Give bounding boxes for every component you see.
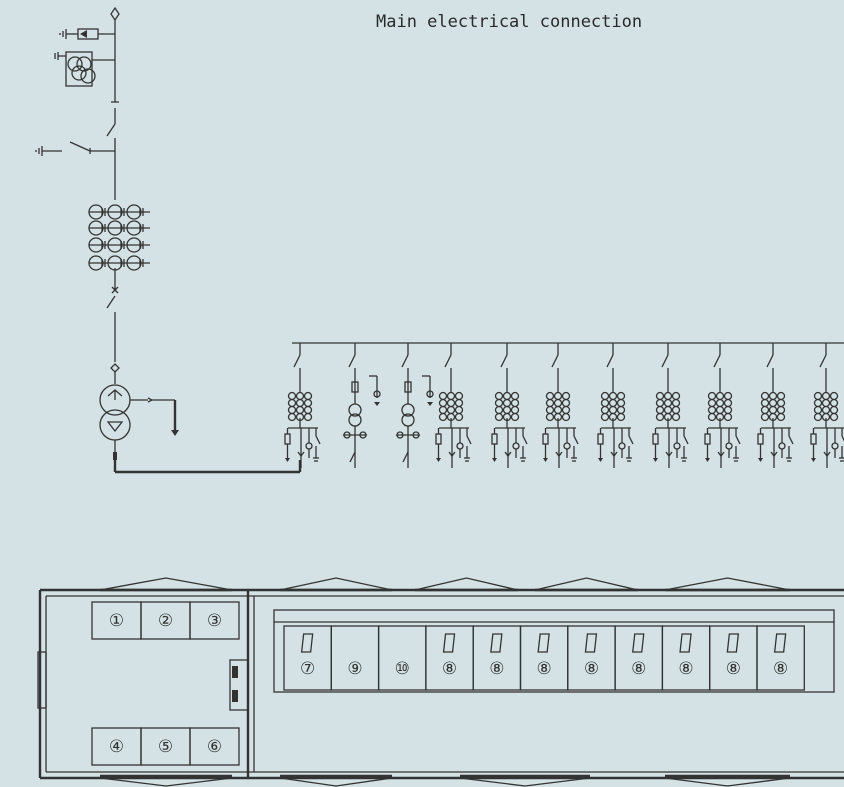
equipment-number: ② [158,611,173,631]
feeder-bay [491,343,528,468]
feeder-bay [652,343,689,468]
disconnector-icon [35,108,116,200]
feeder-bay [396,343,434,468]
switchgear-cabinet: ⑧ [567,625,616,691]
feeder-bay [284,343,321,468]
switchgear-cabinet: ⑧ [661,625,711,691]
switchgear-cabinet: ⑧ [709,625,758,691]
panel-unit [229,659,249,711]
diagram-title: Main electrical connection [376,12,643,32]
voltage-transformer-icon [54,51,115,87]
feeder-bay [704,343,741,468]
equipment-number: ⑥ [207,737,222,757]
switchgear-cabinet: ⑧ [472,625,522,691]
feeder-bay [343,343,381,468]
equipment-number: ① [109,611,124,631]
cabinet-number: ⑧ [678,659,693,679]
cabinet-number: ⑩ [395,659,410,679]
equipment-box: ② [140,601,191,640]
feeder-bays [284,343,844,468]
cabinet-number: ⑦ [300,659,315,679]
current-transformer-array [88,204,150,271]
cabinet-number: ⑨ [347,659,362,679]
equipment-rooms: ① ④ ② ⑤ ③ ⑥ [91,601,240,766]
feeder-bay [757,343,794,468]
switchgear-cabinets: ⑦ ⑨ ⑩ ⑧ ⑧ ⑧ ⑧ ⑧ ⑧ ⑧ ⑧ [283,625,805,691]
equipment-box: ④ [91,727,142,766]
surge-arrester-icon [59,28,115,40]
feeder-bay [542,343,579,468]
cabinet-number: ⑧ [537,659,552,679]
door-icon [37,651,47,709]
switchgear-cabinet: ⑧ [519,625,569,691]
disconnector-2-icon [106,268,120,384]
floor-plan [37,577,844,787]
equipment-box: ⑤ [140,727,191,766]
switchgear-cabinet: ⑧ [425,625,474,691]
switchgear-cabinet: ⑦ [283,625,332,691]
equipment-number: ③ [207,611,222,631]
cabinet-row-frame [273,609,835,693]
switchgear-cabinet: ⑩ [377,625,427,691]
equipment-number: ⑤ [158,737,173,757]
feeder-bay [435,343,472,468]
cabinet-number: ⑧ [489,659,504,679]
cabinet-number: ⑧ [442,659,457,679]
switchgear-cabinet: ⑧ [614,625,664,691]
switchgear-cabinet: ⑧ [756,625,805,691]
cabinet-number: ⑧ [631,659,646,679]
cabinet-number: ⑧ [726,659,741,679]
equipment-box: ③ [189,601,240,640]
switchgear-cabinet: ⑨ [330,625,380,691]
power-transformer-icon [99,384,302,474]
equipment-box: ⑥ [189,727,240,766]
cabinet-number: ⑧ [584,659,599,679]
incoming-feeder [35,6,844,474]
cabinet-number: ⑧ [773,659,788,679]
feeder-bay [810,343,844,468]
equipment-box: ① [91,601,142,640]
equipment-number: ④ [109,737,124,757]
feeder-bay [597,343,634,468]
